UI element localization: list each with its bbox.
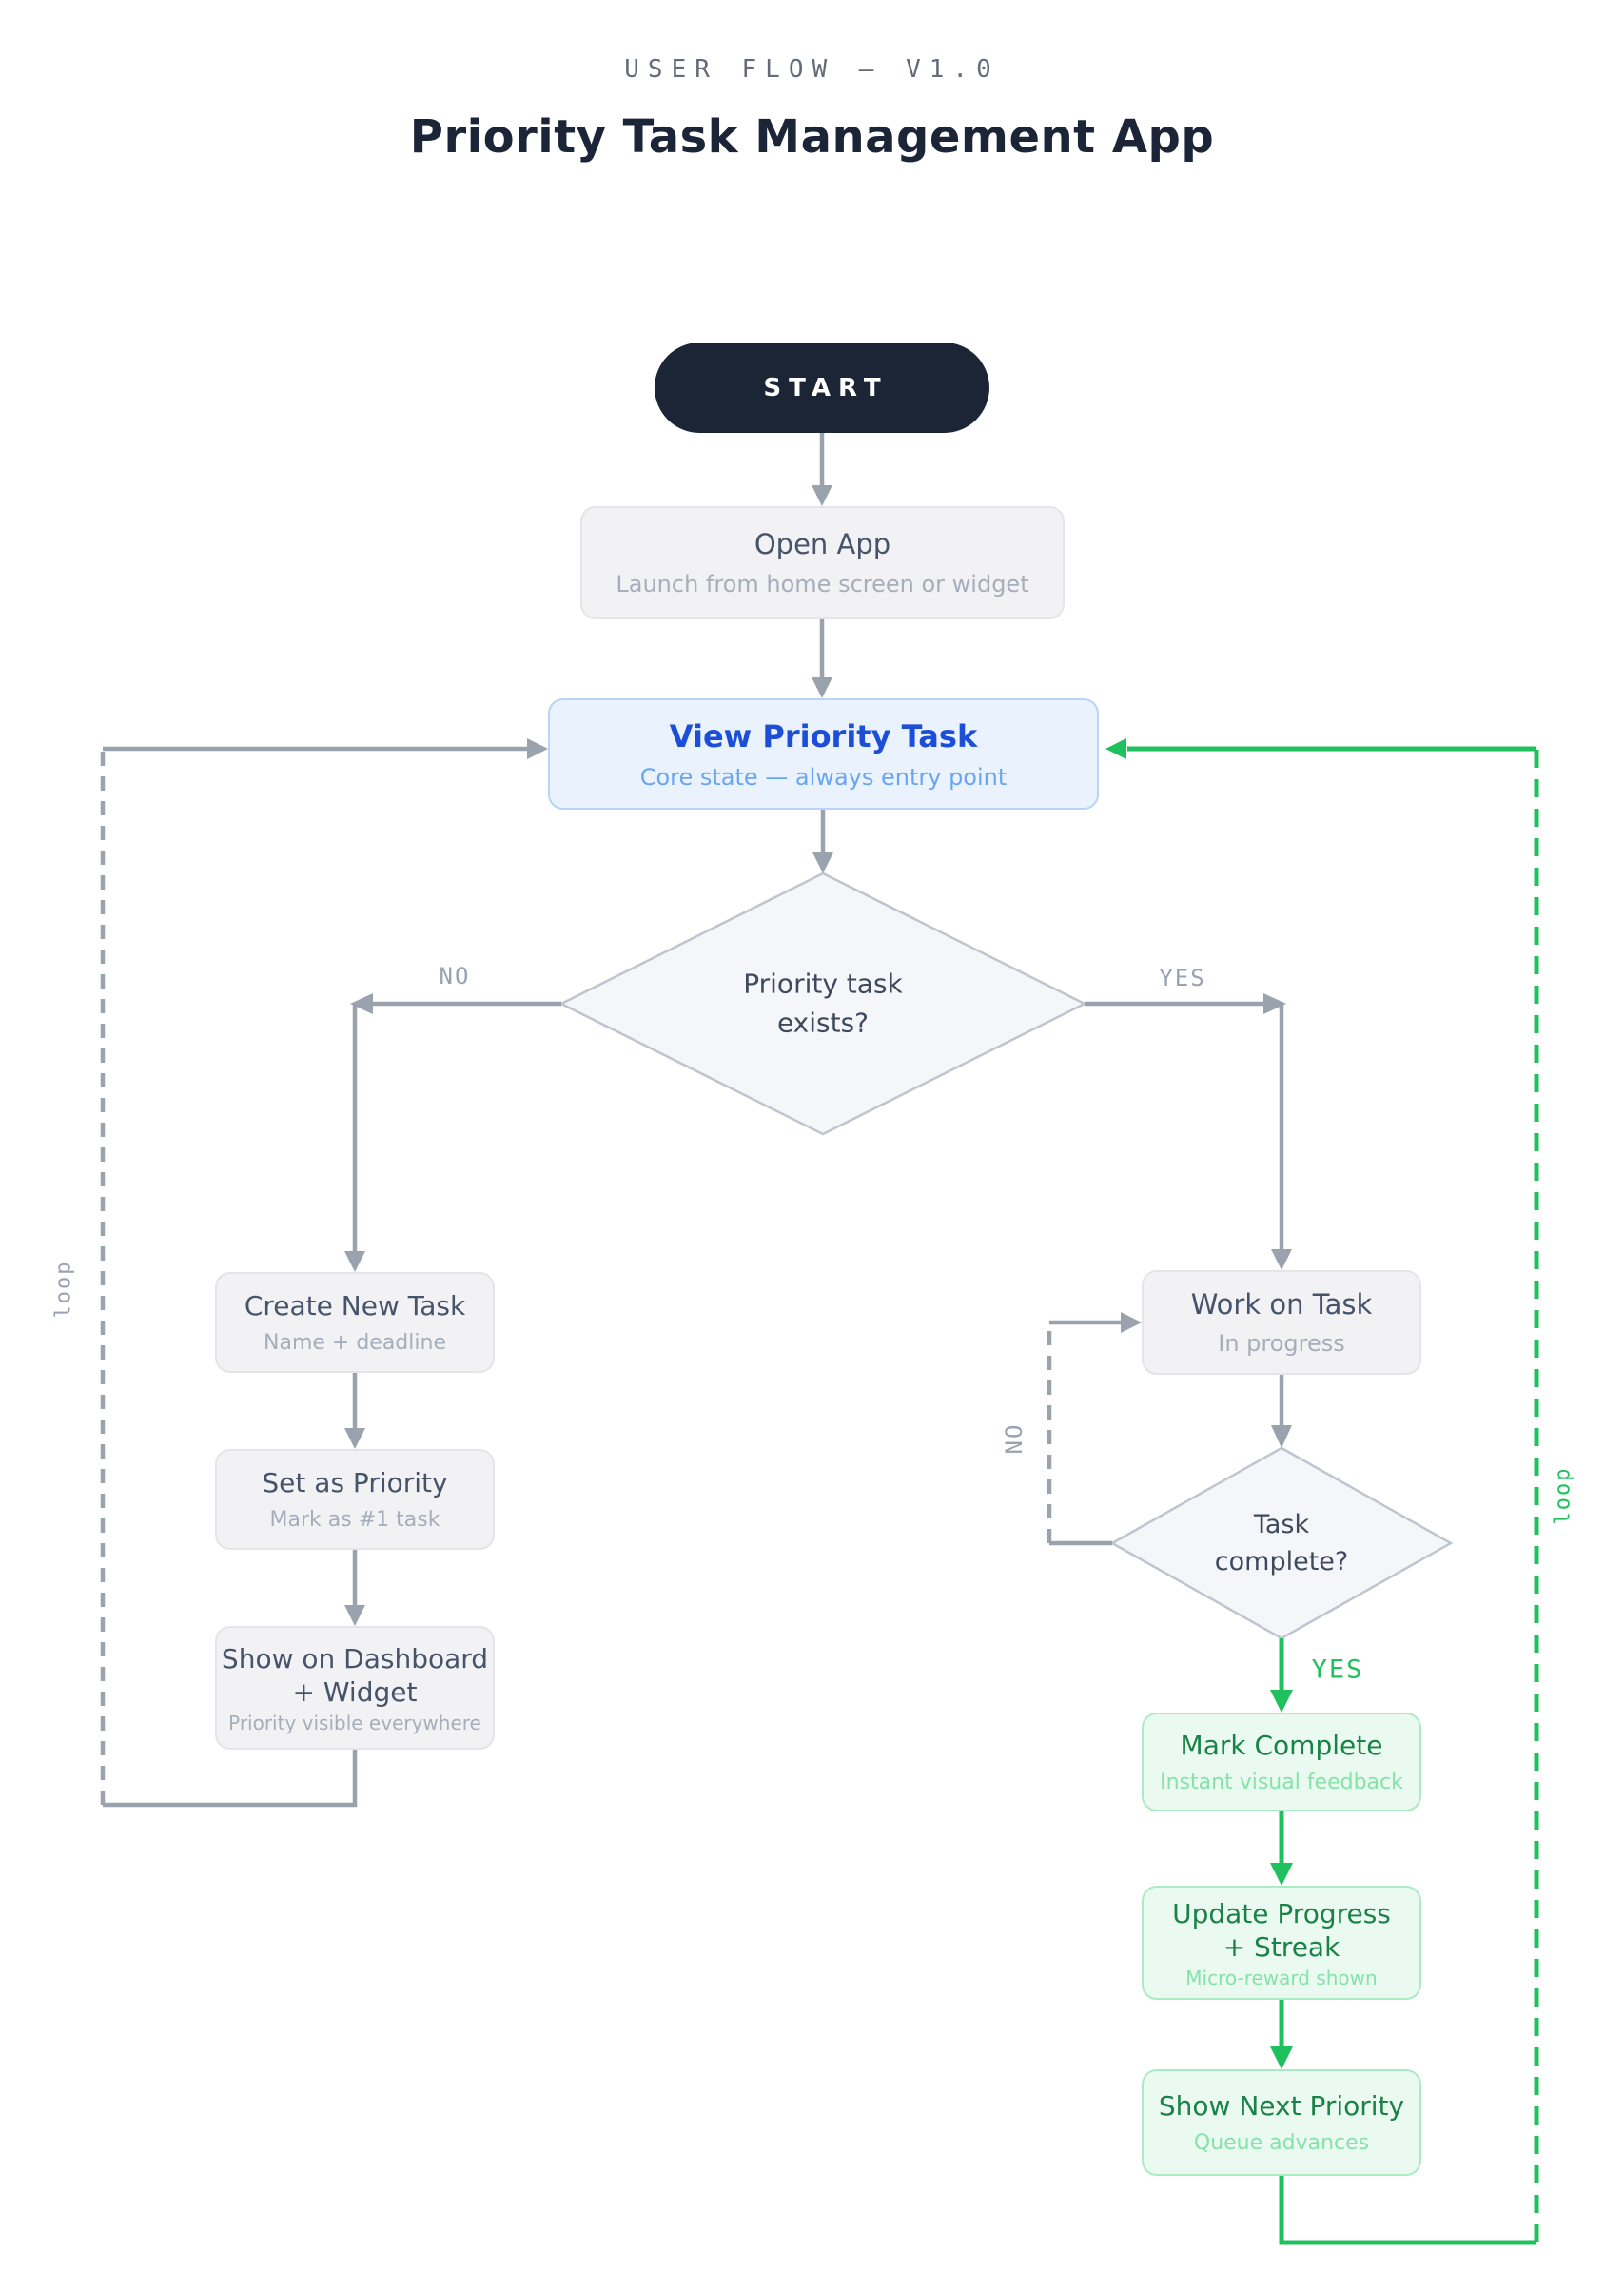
decision-exists-diamond	[558, 871, 1087, 1136]
loop-right-label: loop	[1551, 1466, 1575, 1525]
no-branch-label: NO	[439, 963, 471, 989]
work-task-title: Work on Task	[1190, 1287, 1373, 1321]
open-app-node: Open App Launch from home screen or widg…	[580, 506, 1065, 619]
loop-left-label: loop	[51, 1260, 76, 1319]
gray-arrows	[100, 433, 1292, 1808]
decision-complete-label: Task complete?	[1214, 1509, 1349, 1576]
yes-complete-label: YES	[1311, 1655, 1364, 1685]
start-node: START	[655, 343, 989, 433]
show-dashboard-title: Show on Dashboard + Widget	[221, 1642, 489, 1708]
decision-exists-label: Priority task exists?	[743, 968, 903, 1038]
show-next-title: Show Next Priority	[1158, 2089, 1405, 2122]
mark-complete-subtitle: Instant visual feedback	[1160, 1770, 1403, 1794]
view-priority-subtitle: Core state — always entry point	[639, 763, 1008, 791]
mark-complete-title: Mark Complete	[1180, 1729, 1383, 1761]
view-priority-title: View Priority Task	[669, 717, 978, 754]
set-priority-node: Set as Priority Mark as #1 task	[215, 1449, 495, 1550]
work-task-node: Work on Task In progress	[1142, 1270, 1421, 1375]
mark-complete-node: Mark Complete Instant visual feedback	[1142, 1713, 1421, 1811]
show-dashboard-subtitle: Priority visible everywhere	[228, 1711, 481, 1734]
show-dashboard-node: Show on Dashboard + Widget Priority visi…	[215, 1626, 495, 1750]
page-title: Priority Task Management App	[409, 110, 1215, 164]
update-progress-title: Update Progress + Streak	[1172, 1897, 1391, 1963]
update-progress-subtitle: Micro-reward shown	[1185, 1966, 1378, 1989]
open-app-subtitle: Launch from home screen or widget	[616, 570, 1029, 597]
show-next-subtitle: Queue advances	[1193, 2130, 1370, 2155]
work-task-subtitle: In progress	[1218, 1330, 1345, 1358]
set-priority-subtitle: Mark as #1 task	[269, 1507, 440, 1532]
no-loop-label: NO	[1001, 1422, 1027, 1455]
update-progress-node: Update Progress + Streak Micro-reward sh…	[1142, 1886, 1421, 2000]
eyebrow-label: USER FLOW — V1.0	[624, 55, 1000, 84]
yes-branch-label: YES	[1159, 965, 1206, 991]
show-next-node: Show Next Priority Queue advances	[1142, 2069, 1421, 2176]
green-arrows	[1105, 738, 1539, 2245]
create-task-title: Create New Task	[244, 1289, 466, 1322]
set-priority-title: Set as Priority	[262, 1466, 448, 1498]
create-task-subtitle: Name + deadline	[264, 1330, 446, 1355]
open-app-title: Open App	[753, 528, 891, 561]
view-priority-node: View Priority Task Core state — always e…	[548, 698, 1099, 810]
create-task-node: Create New Task Name + deadline	[215, 1272, 495, 1373]
